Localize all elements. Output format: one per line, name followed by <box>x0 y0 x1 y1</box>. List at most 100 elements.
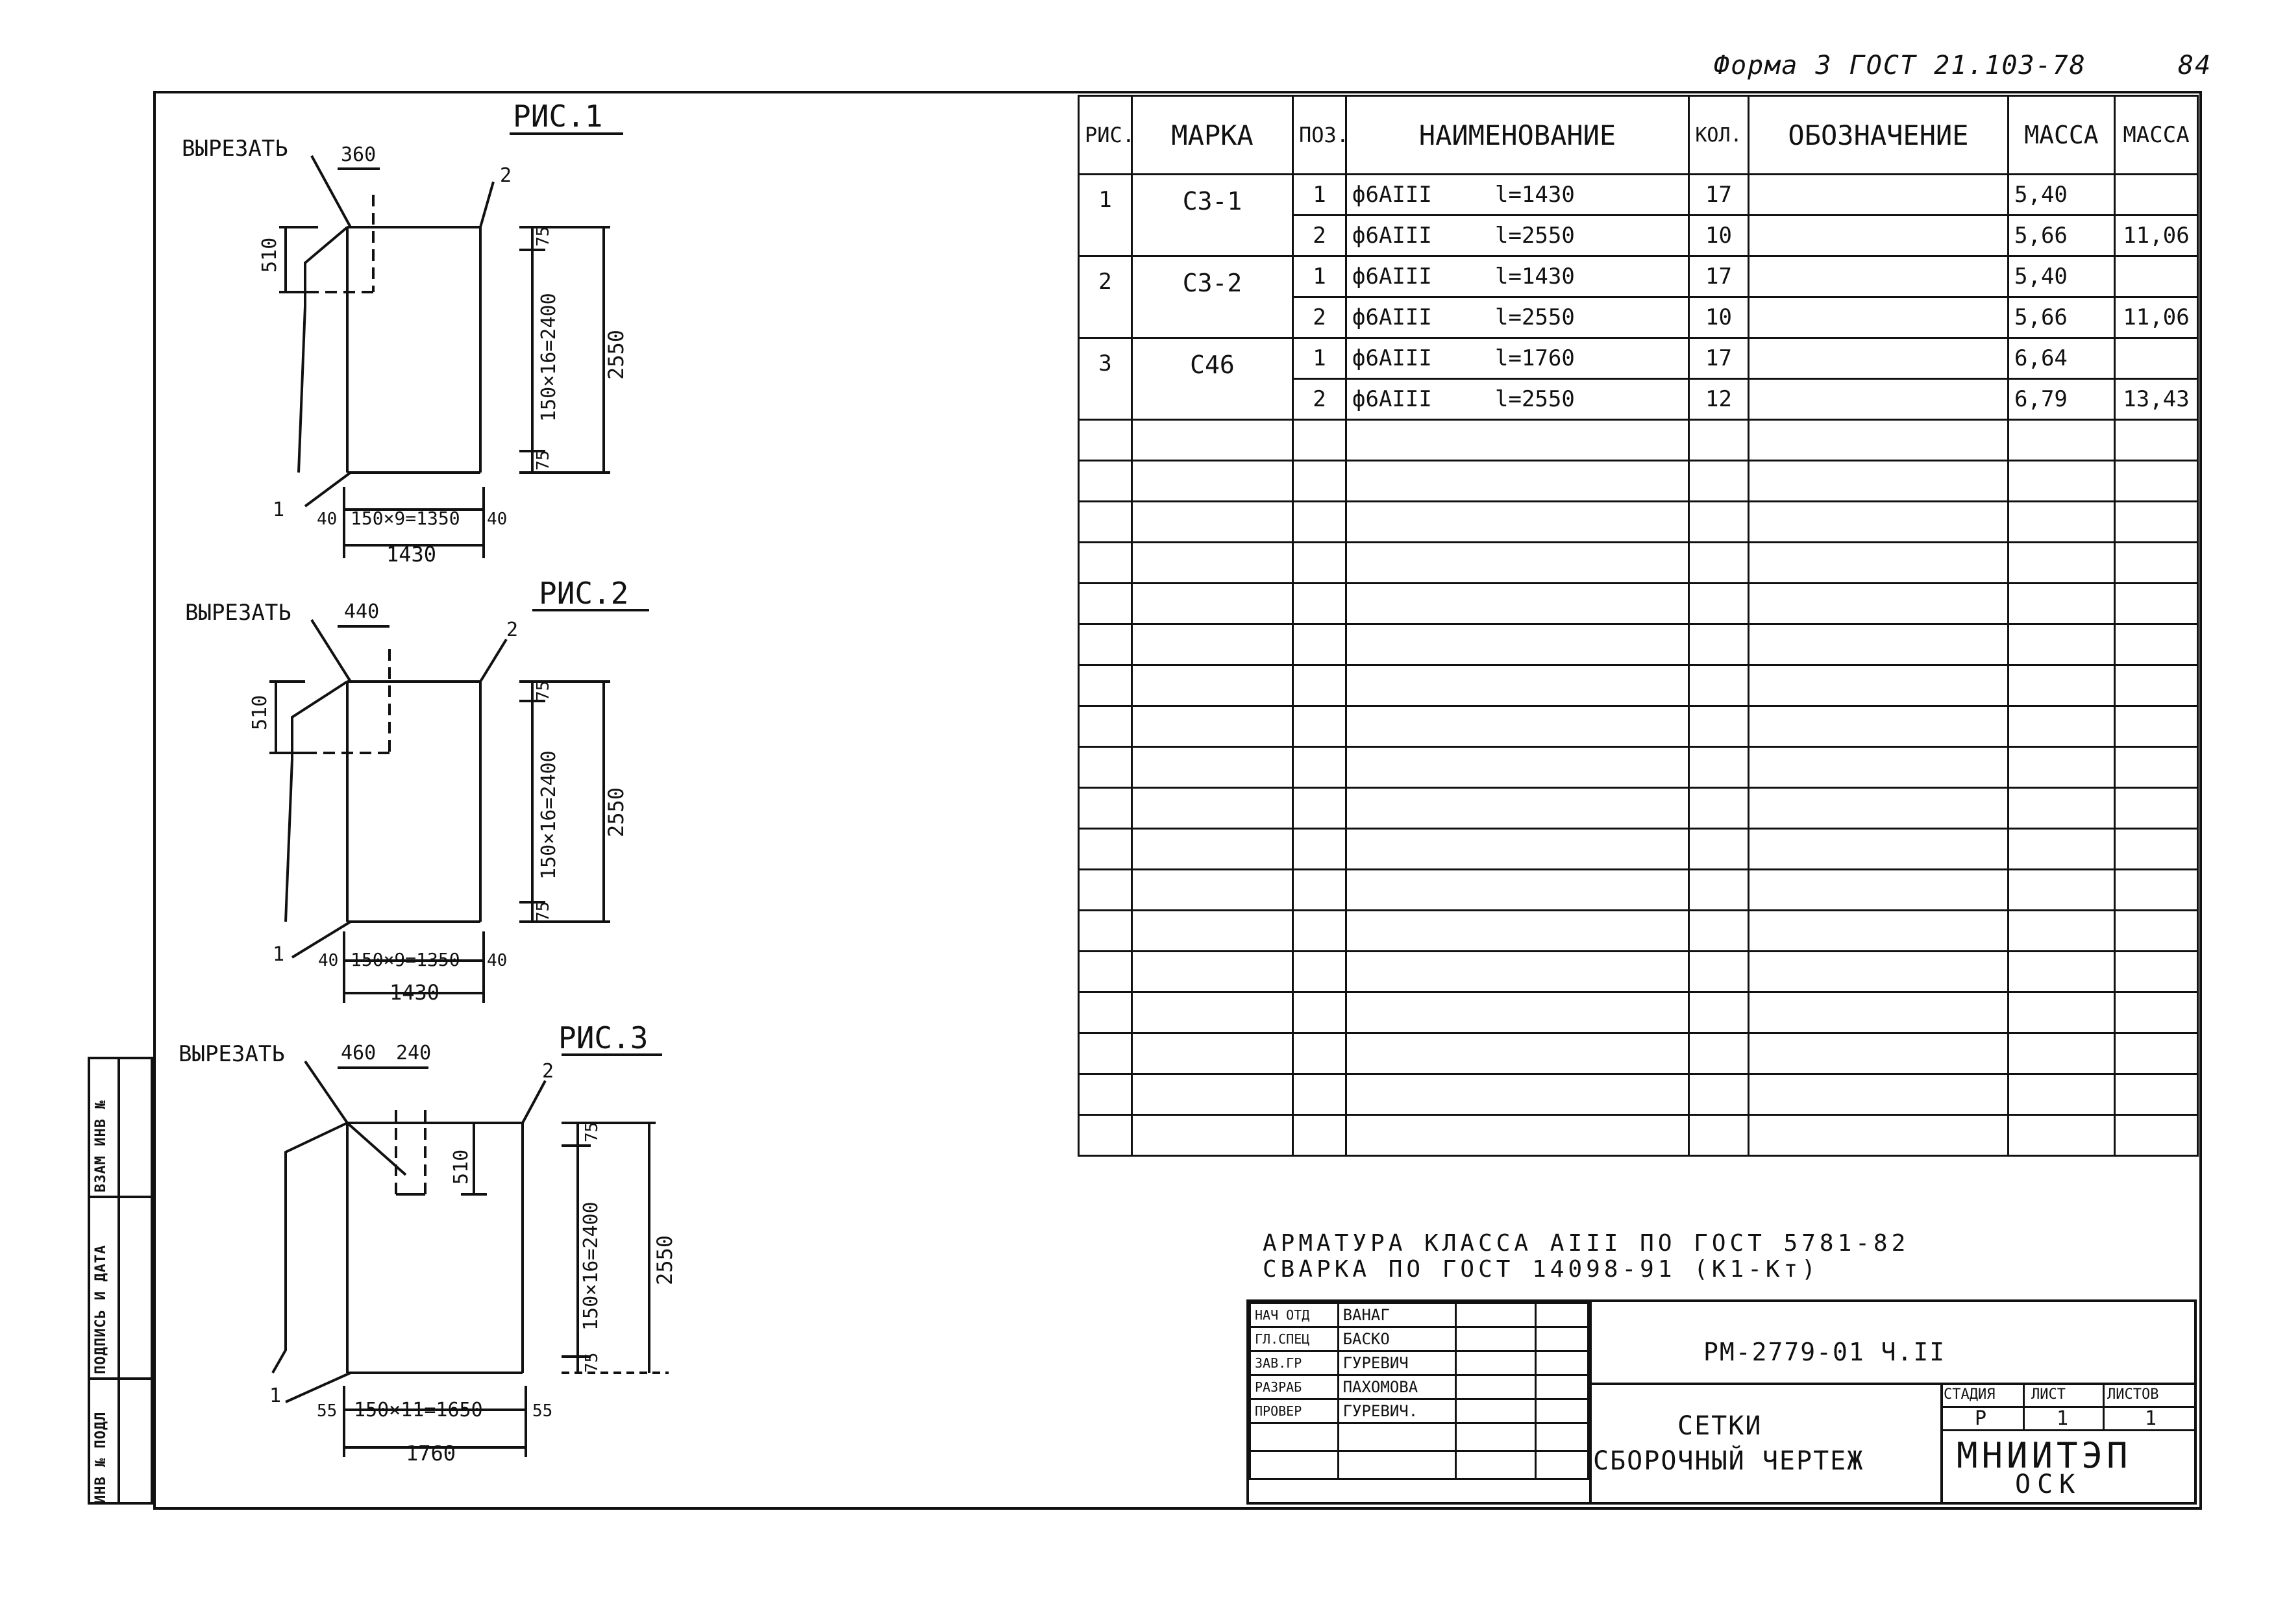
empty-cell <box>1345 828 1690 870</box>
empty-cell <box>1131 868 1294 911</box>
callout-1: 1 <box>273 498 284 521</box>
empty-cell <box>1345 623 1690 666</box>
empty-cell <box>1292 1032 1347 1075</box>
cell-mark: С3-1 <box>1131 173 1294 257</box>
empty-cell <box>2114 828 2199 870</box>
empty-row <box>1078 1073 2199 1116</box>
cut-height: 510 <box>249 695 271 730</box>
empty-cell <box>1131 909 1294 952</box>
empty-cell <box>1688 623 1749 666</box>
empty-cell <box>1131 828 1294 870</box>
cell-mass: 5,66 <box>2007 296 2116 339</box>
empty-cell <box>1748 991 2009 1034</box>
cell-designation <box>1748 173 2009 216</box>
empty-row <box>1078 541 2199 584</box>
signature-cell <box>1454 1422 1537 1452</box>
edge-bottom: 75 <box>534 902 553 922</box>
empty-cell <box>1078 1114 1133 1157</box>
figure-1: РИС.1 ВЫРЕЗАТЬ 360 2 1 510 75 75 150×16=… <box>182 99 628 567</box>
inner-vertical: 150×16=2400 <box>538 293 560 422</box>
empty-row <box>1078 1114 2199 1157</box>
empty-cell <box>1345 1073 1690 1116</box>
sheet-label: ЛИСТ <box>2031 1386 2066 1403</box>
cell-mass: 6,64 <box>2007 337 2116 380</box>
date-cell <box>1337 1422 1457 1452</box>
empty-cell <box>2007 1032 2116 1075</box>
sheets-value: 1 <box>2145 1407 2158 1430</box>
empty-cell <box>2114 419 2199 461</box>
empty-cell <box>1688 419 1749 461</box>
cell-total <box>2114 173 2199 216</box>
empty-cell <box>1688 828 1749 870</box>
empty-row <box>1078 950 2199 993</box>
signature-cell <box>1454 1350 1537 1376</box>
figure-title: РИС.1 <box>513 99 602 134</box>
empty-cell <box>1345 582 1690 625</box>
empty-cell <box>1748 828 2009 870</box>
cut-dim: 360 <box>341 143 376 166</box>
empty-row <box>1078 1032 2199 1075</box>
empty-cell <box>1345 1032 1690 1075</box>
empty-cell <box>1078 868 1133 911</box>
bar-spec: ф6АIII <box>1352 264 1432 289</box>
empty-cell <box>1292 950 1347 993</box>
side-stamp: ИНВ № ПОДЛ ПОДПИСЬ И ДАТА ВЗАМ ИНВ № <box>88 1057 153 1505</box>
specification-table: РИС. МАРКА ПОЗ. НАИМЕНОВАНИЕ КОЛ. ОБОЗНА… <box>1078 95 2199 1157</box>
bar-spec: ф6АIII <box>1352 223 1432 249</box>
cut-dim-1: 460 <box>341 1042 376 1064</box>
signer-name: ВАНАГ <box>1337 1302 1457 1328</box>
overall-vertical: 2550 <box>652 1235 677 1285</box>
empty-cell <box>1078 909 1133 952</box>
empty-cell <box>1748 787 2009 830</box>
inner-horizontal: 150×9=1350 <box>351 508 460 529</box>
date-cell <box>1534 1374 1590 1400</box>
signer-role: ЗАВ.ГР <box>1249 1350 1339 1376</box>
cut-label: ВЫРЕЗАТЬ <box>179 1041 285 1067</box>
empty-cell <box>1688 541 1749 584</box>
empty-cell <box>1292 419 1347 461</box>
margin-right: 40 <box>487 510 507 529</box>
overall-vertical: 2550 <box>604 787 628 837</box>
date-cell <box>1249 1422 1339 1452</box>
empty-cell <box>1345 868 1690 911</box>
empty-cell <box>1292 1114 1347 1157</box>
callout-2: 2 <box>500 164 512 187</box>
inner-vertical: 150×16=2400 <box>538 750 560 880</box>
empty-cell <box>2114 950 2199 993</box>
empty-cell <box>1688 1032 1749 1075</box>
empty-cell <box>1748 460 2009 502</box>
stamp-cell-inv-podl: ИНВ № ПОДЛ <box>93 1411 109 1504</box>
cell-qty: 17 <box>1688 173 1749 216</box>
empty-cell <box>1345 787 1690 830</box>
organization-sub: ОСК <box>2015 1470 2082 1499</box>
cut-dim: 440 <box>344 600 379 623</box>
empty-cell <box>1688 705 1749 748</box>
cell-designation <box>1748 296 2009 339</box>
empty-cell <box>1131 1114 1294 1157</box>
empty-cell <box>1078 1032 1133 1075</box>
empty-cell <box>1292 500 1347 543</box>
empty-cell <box>2114 746 2199 789</box>
empty-cell <box>1078 623 1133 666</box>
cell-fig: 2 <box>1078 255 1133 339</box>
empty-cell <box>1292 582 1347 625</box>
empty-cell <box>1688 746 1749 789</box>
signer-row <box>1249 1450 1590 1480</box>
empty-cell <box>1688 787 1749 830</box>
empty-cell <box>1292 1073 1347 1116</box>
sheet-value: 1 <box>2057 1407 2070 1430</box>
sheets-label: ЛИСТОВ <box>2107 1386 2159 1403</box>
empty-cell <box>2007 419 2116 461</box>
signer-name: ПАХОМОВА <box>1337 1374 1457 1400</box>
cell-pos: 1 <box>1292 173 1347 216</box>
margin-left: 55 <box>317 1401 337 1421</box>
empty-row <box>1078 787 2199 830</box>
